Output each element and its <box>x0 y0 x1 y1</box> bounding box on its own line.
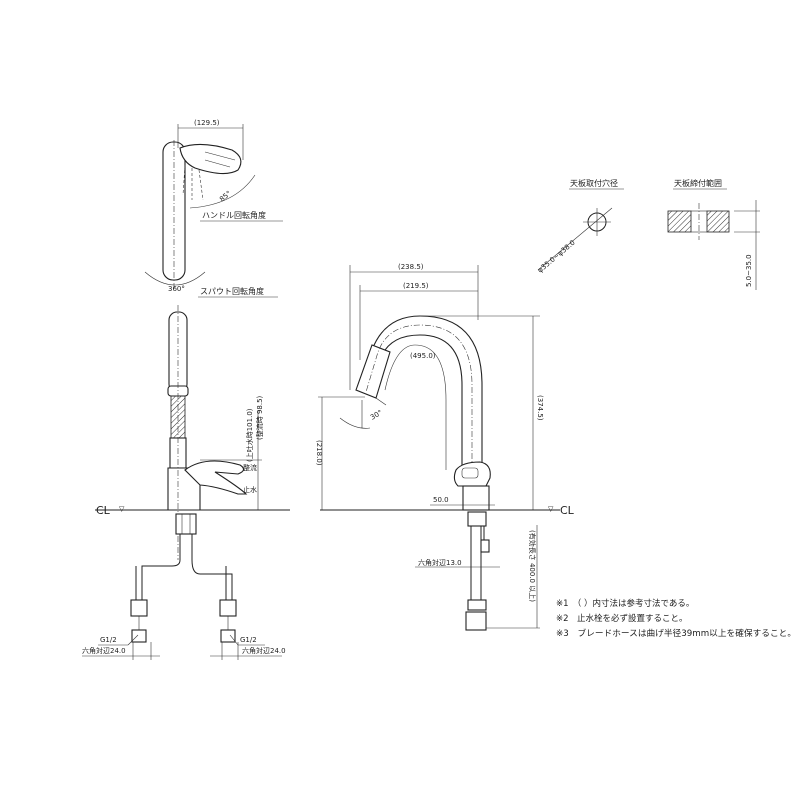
handle-front <box>453 461 491 487</box>
svg-text:▽: ▽ <box>119 505 125 513</box>
dim-238: (238.5) <box>398 263 424 271</box>
note-3: ※3 ブレードホースは曲げ半径39mm以上を確保すること。 <box>556 628 796 639</box>
top-view: (129.5) 85° ハンドル回転角度 360° スパウト回転角度 <box>144 119 283 298</box>
handle-angle: 85° <box>218 189 233 203</box>
handle-top <box>179 143 242 175</box>
cl-label-right: CL <box>560 504 575 517</box>
handle-angle-label: ハンドル回転角度 <box>202 210 266 220</box>
clamp-range-detail: 天板締付範囲 5.0~35.0 <box>667 178 760 290</box>
dim-374: (374.5) <box>536 395 544 421</box>
hole-diameter: φ35.0~φ38.0 <box>536 239 577 275</box>
notes: ※1 （ ）内寸法は参考寸法である。 ※2 止水栓を必ず設置すること。 ※3 ブ… <box>556 598 796 639</box>
spout-angle: 360° <box>168 285 185 293</box>
height-dim-2: (整流時 98.5) <box>255 395 264 440</box>
mode-label-2: 止水 <box>243 485 257 494</box>
mount-hole-detail: 天板取付穴径 φ35.0~φ38.0 <box>536 178 624 275</box>
width-dim: (129.5) <box>194 119 220 127</box>
thread-left: G1/2 <box>100 636 117 644</box>
dim-50: 50.0 <box>433 496 449 504</box>
hex-13: 六角対辺13.0 <box>418 558 462 567</box>
cl-label-left: CL <box>96 504 111 517</box>
svg-text:▽: ▽ <box>548 505 554 513</box>
hex-left: 六角対辺24.0 <box>82 646 126 655</box>
side-view: (上吐水時101.0) (整流時 98.5) 整流 止水 CL ▽ G1/2 G… <box>82 305 290 660</box>
mount-hole-title: 天板取付穴径 <box>570 178 618 188</box>
clamp-range-title: 天板締付範囲 <box>674 178 722 188</box>
hose-length: (有効長さ 400.0 以上) <box>528 530 537 602</box>
note-1: ※1 （ ）内寸法は参考寸法である。 <box>556 598 694 609</box>
thread-right: G1/2 <box>240 636 257 644</box>
mode-label-1: 整流 <box>243 463 257 472</box>
note-2: ※2 止水栓を必ず設置すること。 <box>556 613 688 624</box>
dim-218: (218.0) <box>315 440 323 466</box>
front-view: (238.5) (219.5) (495.0) (374.5) (218.0) … <box>315 263 575 631</box>
angle-30: 30° <box>369 409 384 422</box>
spray-head <box>355 344 391 399</box>
clamp-range-value: 5.0~35.0 <box>745 254 753 287</box>
dim-219: (219.5) <box>403 282 429 290</box>
spout-angle-label: スパウト回転角度 <box>200 286 264 296</box>
height-dim-1: (上吐水時101.0) <box>245 408 254 462</box>
handle-side <box>184 460 248 495</box>
hex-right: 六角対辺24.0 <box>242 646 286 655</box>
spout-front <box>371 315 483 471</box>
dim-495: (495.0) <box>410 352 436 360</box>
